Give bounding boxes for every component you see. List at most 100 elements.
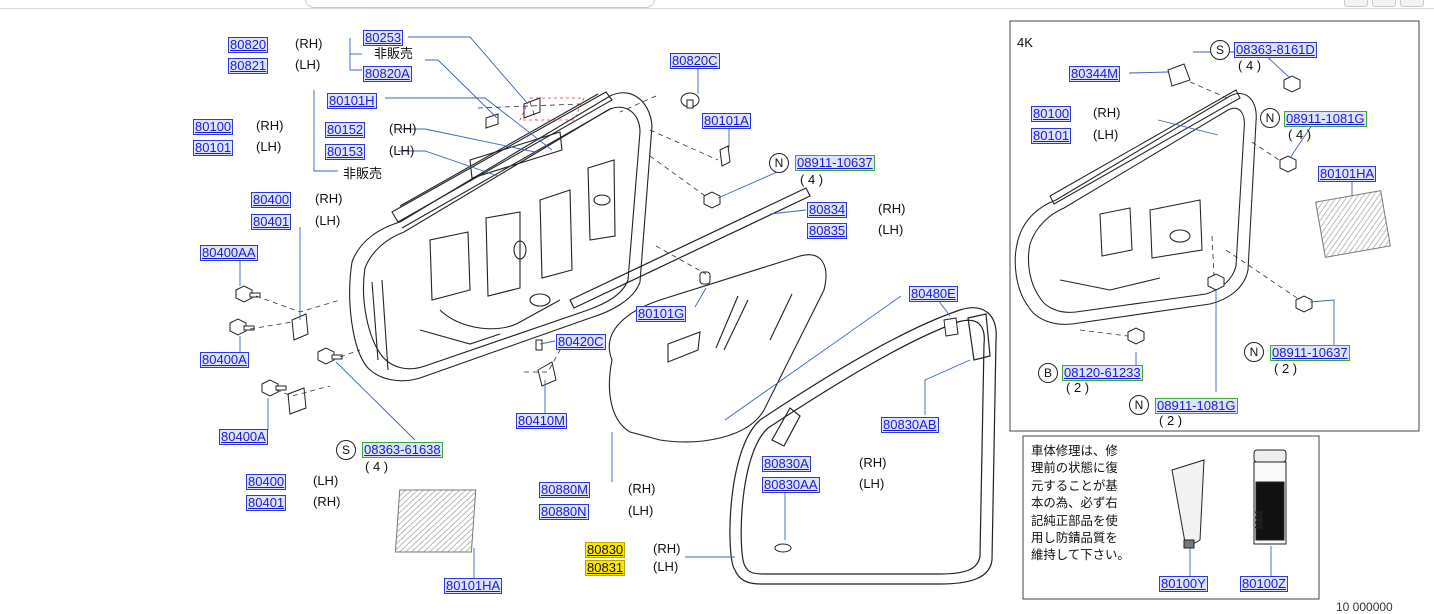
- sealant-tube-icon: [1171, 459, 1205, 549]
- lh-label: (LH): [389, 143, 415, 158]
- part-80101H[interactable]: 80101H: [327, 93, 377, 109]
- lh-label: (LH): [313, 473, 339, 488]
- lh-label: (LH): [295, 57, 321, 72]
- door-panel-illustration: [349, 91, 653, 382]
- nut-symbol-n: N: [1129, 395, 1149, 415]
- part-80100[interactable]: 80100: [1031, 106, 1072, 122]
- part-80830AA[interactable]: 80830AA: [762, 477, 820, 493]
- rh-label: (RH): [295, 36, 323, 51]
- part-80410M[interactable]: 80410M: [516, 413, 567, 429]
- quantity-label: ( 4 ): [800, 172, 824, 187]
- part-80820[interactable]: 80820: [228, 37, 269, 53]
- part-80401[interactable]: 80401: [246, 495, 287, 511]
- part-80101HA[interactable]: 80101HA: [1318, 166, 1377, 182]
- clip-icon: [719, 145, 731, 167]
- screw-symbol-s: S: [336, 440, 356, 460]
- part-80253[interactable]: 80253: [363, 30, 404, 46]
- part-80420C[interactable]: 80420C: [556, 334, 606, 350]
- repair-notice: 車体修理は、修 理前の状態に復 元することが基 本の為、必ず右 記純正部品を使 …: [1031, 442, 1159, 564]
- document-id: 10 000000: [1336, 600, 1393, 614]
- nut-icon: [1207, 273, 1225, 291]
- part-80101[interactable]: 80101: [1031, 128, 1072, 144]
- rh-label: (RH): [313, 494, 341, 509]
- toolbar-button[interactable]: [1344, 0, 1368, 7]
- part-80834[interactable]: 80834: [807, 202, 848, 218]
- part-80820A[interactable]: 80820A: [363, 66, 412, 82]
- part-80100Z[interactable]: 80100Z: [1240, 576, 1289, 592]
- inset-title: 4K: [1017, 35, 1033, 50]
- rh-label: (RH): [878, 201, 906, 216]
- part-80101[interactable]: 80101: [193, 140, 234, 156]
- notice-line: 記純正部品を使: [1031, 512, 1118, 528]
- sticker-sheet-illustration: [394, 489, 477, 553]
- bolt-icon: [317, 347, 343, 365]
- spray-can-icon: 1001: [1253, 449, 1287, 545]
- inset-frame-4k: [1009, 20, 1420, 432]
- quantity-label: ( 2 ): [1274, 361, 1298, 376]
- part-80153[interactable]: 80153: [325, 144, 366, 160]
- part-08363-61638[interactable]: 08363-61638: [362, 442, 443, 458]
- part-80835[interactable]: 80835: [807, 223, 848, 239]
- part-08363-8161D[interactable]: 08363-8161D: [1234, 42, 1317, 58]
- quantity-label: ( 2 ): [1159, 413, 1183, 428]
- clip-icon: [774, 543, 792, 553]
- part-80400A[interactable]: 80400A: [219, 429, 268, 445]
- part-80830[interactable]: 80830: [585, 542, 626, 558]
- part-80101HA[interactable]: 80101HA: [444, 578, 503, 594]
- part-80820C[interactable]: 80820C: [670, 53, 720, 69]
- part-80400AA[interactable]: 80400AA: [200, 245, 258, 261]
- part-80400[interactable]: 80400: [251, 192, 292, 208]
- part-08120-61233[interactable]: 08120-61233: [1062, 365, 1143, 381]
- grommet-icon: [699, 271, 711, 285]
- part-80152[interactable]: 80152: [325, 122, 366, 138]
- part-80100[interactable]: 80100: [193, 119, 234, 135]
- notice-line: 用し防錆品質を: [1031, 530, 1118, 546]
- lh-label: (LH): [878, 222, 904, 237]
- part-08911-10637[interactable]: 08911-10637: [1270, 345, 1350, 361]
- quantity-label: ( 2 ): [1066, 380, 1090, 395]
- part-80830AB[interactable]: 80830AB: [881, 417, 939, 433]
- rh-label: (RH): [859, 455, 887, 470]
- not-sold-label: 非販売: [343, 166, 383, 181]
- red-dashed-guide: [519, 97, 585, 121]
- screw-icon: [535, 339, 543, 351]
- bolt-icon: [229, 318, 255, 336]
- part-80480E[interactable]: 80480E: [909, 286, 958, 302]
- bolt-symbol-b: B: [1038, 363, 1058, 383]
- hinge-icon: [287, 387, 307, 415]
- part-80100Y[interactable]: 80100Y: [1159, 576, 1208, 592]
- lh-label: (LH): [1093, 127, 1119, 142]
- screw-symbol-s: S: [1210, 40, 1230, 60]
- part-08911-1081G[interactable]: 08911-1081G: [1284, 111, 1367, 127]
- rh-label: (RH): [389, 121, 417, 136]
- part-80400A[interactable]: 80400A: [200, 352, 249, 368]
- part-08911-10637[interactable]: 08911-10637: [795, 155, 875, 171]
- part-80880N[interactable]: 80880N: [539, 504, 589, 520]
- part-80101G[interactable]: 80101G: [636, 306, 687, 322]
- part-80831[interactable]: 80831: [585, 560, 626, 576]
- part-80401[interactable]: 80401: [251, 214, 292, 230]
- part-80880M[interactable]: 80880M: [539, 482, 590, 498]
- part-08911-1081G[interactable]: 08911-1081G: [1155, 398, 1238, 414]
- rh-label: (RH): [653, 541, 681, 556]
- part-80400[interactable]: 80400: [246, 474, 287, 490]
- browser-toolbar: [0, 0, 1434, 9]
- quantity-label: ( 4 ): [1238, 58, 1262, 73]
- fastener-illustrations: [229, 92, 959, 553]
- part-80344M[interactable]: 80344M: [1069, 66, 1120, 82]
- part-80830A[interactable]: 80830A: [762, 456, 811, 472]
- hinge-icon: [291, 313, 309, 341]
- screw-icon: [943, 317, 959, 337]
- part-80821[interactable]: 80821: [228, 58, 269, 74]
- weatherstrip-illustration: [569, 187, 997, 585]
- toolbar-button[interactable]: [1372, 0, 1396, 7]
- toolbar-button[interactable]: [1400, 0, 1424, 7]
- bolt-icon: [1127, 327, 1145, 345]
- spray-can-label: 1001: [1254, 510, 1264, 530]
- leader-lines: [239, 36, 1353, 580]
- striker-icon: [537, 361, 557, 387]
- lh-label: (LH): [628, 503, 654, 518]
- part-80101A[interactable]: 80101A: [702, 113, 751, 129]
- bolt-icon: [235, 285, 261, 303]
- nut-symbol-n: N: [1244, 342, 1264, 362]
